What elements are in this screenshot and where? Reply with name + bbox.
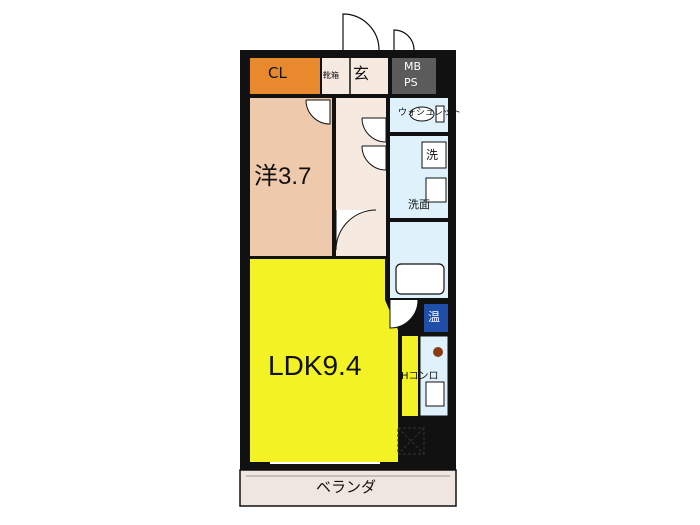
ldk-label: LDK9.4	[268, 350, 362, 381]
shoe-storage-label: 靴箱	[323, 71, 339, 80]
toilet-label: ウォシュレット	[398, 108, 461, 118]
pipe-space-label: PS	[404, 76, 418, 89]
ldk-room	[250, 259, 398, 462]
balcony-label: ベランダ	[316, 478, 377, 496]
western-room	[250, 98, 332, 256]
water-heater	[424, 304, 448, 332]
stove-label: IHコンロ	[398, 371, 439, 382]
meter-box	[392, 58, 436, 94]
entrance-label: 玄	[353, 64, 370, 83]
western-room-label: 洋3.7	[254, 163, 312, 190]
closet	[250, 58, 320, 94]
closet-label: CL	[268, 64, 287, 82]
heater-label: 温	[428, 310, 441, 324]
washbasin-label: 洗面	[408, 198, 430, 211]
entrance-area	[322, 58, 388, 94]
entrance-door	[342, 13, 380, 51]
bathtub	[395, 263, 445, 295]
washer-label: 洗	[426, 148, 439, 162]
meter-box-label: MB	[404, 60, 422, 73]
